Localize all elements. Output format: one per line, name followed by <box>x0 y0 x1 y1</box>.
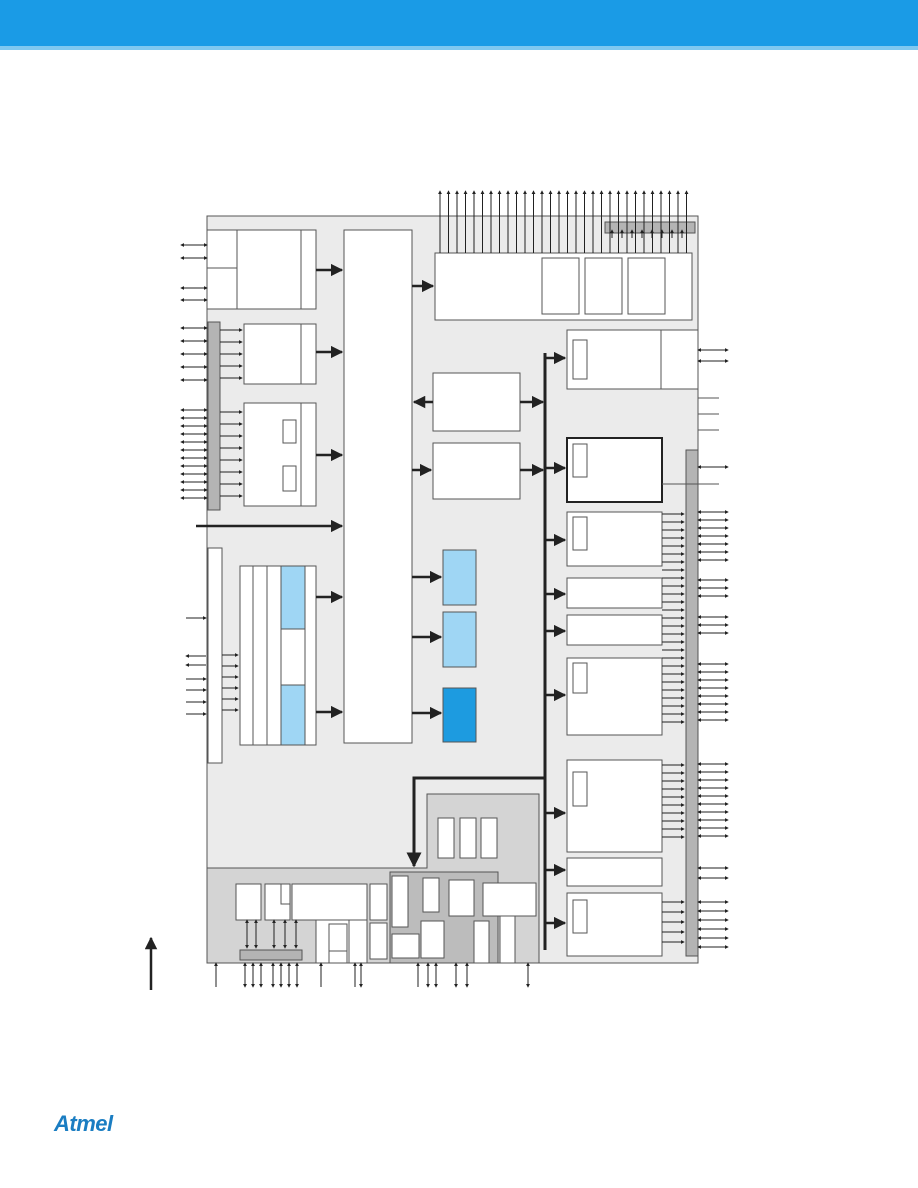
dma-controller <box>432 442 521 500</box>
right-io-bus <box>685 449 699 957</box>
peripheral-5 <box>566 614 663 646</box>
debug-block <box>243 323 317 385</box>
flash-block <box>442 687 477 743</box>
atmel-logo: Atmel <box>54 1111 113 1136</box>
sram-block <box>442 549 477 606</box>
clock-block <box>243 402 317 507</box>
peripheral-4 <box>566 577 663 609</box>
bottom-io-bus <box>239 949 303 961</box>
peripheral-bridge <box>432 372 521 432</box>
peripheral-8 <box>566 857 663 887</box>
left-io-bus <box>207 321 221 511</box>
system-controller-bar <box>207 547 223 764</box>
peripheral-1 <box>566 329 699 390</box>
rom-block <box>442 611 477 668</box>
bus-matrix <box>343 229 413 744</box>
ext-mem-block <box>206 229 317 310</box>
header-bar <box>0 0 918 46</box>
header-bar-underline <box>0 46 918 50</box>
